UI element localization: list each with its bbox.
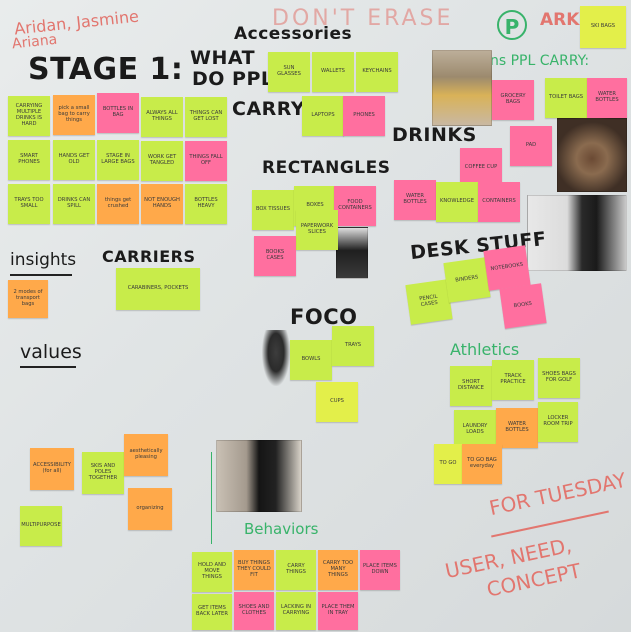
sticky-note: COFFEE CUP (460, 148, 502, 188)
sticky-note: SUN GLASSES (268, 52, 310, 92)
stage-heading: STAGE 1: (28, 52, 184, 87)
sticky-note: PAD (510, 126, 552, 166)
sticky-note: CARRYING MULTIPLE DRINKS IS HARD (8, 96, 50, 136)
sticky-note: pick a small bag to carry things (53, 95, 95, 135)
photo-woman-shopping (432, 50, 492, 126)
sticky-note: DRINKS CAN SPILL (53, 184, 95, 224)
photo-cutout-figure (262, 330, 290, 386)
sticky-note: MULTIPURPOSE (20, 506, 62, 546)
sticky-note: BUY THINGS THEY COULD FIT (234, 550, 274, 590)
athletics-heading: Athletics (450, 340, 520, 359)
do-ppl-heading: DO PPL (192, 68, 274, 90)
sticky-note: STAGE IN LARGE BAGS (97, 140, 139, 180)
sticky-note: SHORT DISTANCE (450, 366, 492, 406)
sticky-note: SKI BAGS (580, 6, 626, 48)
sticky-note: SMART PHONES (8, 140, 50, 180)
sticky-note: SHOES BAGS FOR GOLF (538, 358, 580, 398)
sticky-note: CARRY THINGS (276, 550, 316, 590)
values-underline (20, 366, 76, 368)
sticky-note: THINGS FALL OFF (185, 141, 227, 181)
team-names-2: Ariana (11, 31, 58, 53)
sticky-note: PLACE ITEMS DOWN (360, 550, 400, 590)
circle-p-icon: P (497, 10, 527, 40)
sticky-note: CUPS (316, 382, 358, 422)
sticky-note: LAUNDRY LOADS (454, 410, 496, 450)
sticky-note: LACKING IN CARRYING (276, 592, 316, 630)
sticky-note: ALWAYS ALL THINGS (141, 97, 183, 137)
what-heading: WHAT (190, 47, 256, 69)
sticky-note: KNOWLEDGE (436, 182, 478, 222)
sticky-note: WORK GET TANGLED (141, 141, 183, 181)
sticky-note: TRACK PRACTICE (492, 360, 534, 400)
sticky-note: WALLETS (312, 52, 354, 92)
sticky-note: FOOD CONTAINERS (334, 186, 376, 226)
foco-heading: FOCO (290, 305, 358, 329)
behaviors-arrow (211, 452, 212, 544)
sticky-note: aesthetically pleasing (124, 434, 168, 476)
photo-bw-person (527, 195, 627, 271)
sticky-note: LOCKER ROOM TRIP (538, 402, 578, 442)
sticky-note: PHONES (343, 96, 385, 136)
sticky-note: 2 modes of transport bags (8, 280, 48, 318)
sticky-note: SKIS AND POLES TOGETHER (82, 452, 124, 494)
sticky-note: CARABINERS, POCKETS (116, 268, 200, 310)
sticky-note: BOTTLES HEAVY (185, 184, 227, 224)
photo-dog-bag (557, 118, 627, 192)
insights-heading: insights (10, 250, 77, 270)
sticky-note: TOILET BAGS (545, 78, 587, 118)
sticky-note: PLACE THEM IN TRAY (318, 592, 358, 630)
sticky-note: NOT ENOUGH HANDS (141, 184, 183, 224)
sticky-note: WATER BOTTLES (496, 408, 538, 448)
sticky-note: TRAYS (332, 326, 374, 366)
sticky-note: GET ITEMS BACK LATER (192, 594, 232, 630)
accessories-heading: Accessories (234, 24, 353, 44)
behaviors-heading: Behaviors (244, 520, 319, 538)
sticky-note: LAPTOPS (302, 96, 344, 136)
sticky-note: TO GO (434, 444, 462, 484)
drinks-heading: DRINKS (392, 124, 477, 146)
insights-underline (10, 274, 72, 276)
ppl-carry-heading: ns PPL CARRY: (490, 53, 590, 69)
sticky-note: BINDERS (443, 257, 491, 303)
carriers-heading: CARRIERS (102, 247, 196, 266)
sticky-note: BOX TISSUES (252, 190, 294, 230)
sticky-note: BOWLS (290, 340, 332, 380)
sticky-note: organizing (128, 488, 172, 530)
dont-erase-heading: DON'T ERASE (272, 6, 454, 31)
sticky-note: CONTAINERS (478, 182, 520, 222)
sticky-note: BOOKS CASES (254, 236, 296, 276)
photo-person-bw (216, 440, 302, 512)
sticky-note: BOTTLES IN BAG (97, 93, 139, 133)
sticky-note: THINGS CAN GET LOST (185, 97, 227, 137)
sticky-note: ACCESSIBILITY (for all) (30, 448, 74, 490)
sticky-note: NOTEBOOKS (483, 245, 531, 291)
sticky-note: GROCERY BAGS (492, 80, 534, 120)
sticky-note: PAPERWORK SLICES (296, 210, 338, 250)
sticky-note: TRAYS TOO SMALL (8, 184, 50, 224)
carry-heading: CARRY (232, 98, 306, 120)
sticky-note: CARRY TOO MANY THINGS (318, 550, 358, 590)
sticky-note: PENCIL CASES (405, 279, 453, 325)
sticky-note: HOLD AND MOVE THINGS (192, 552, 232, 592)
sticky-note: TO GO BAG everyday (462, 444, 502, 484)
rectangles-heading: RECTANGLES (262, 158, 391, 178)
sticky-note: BOOKS (499, 283, 547, 329)
sticky-note: WATER BOTTLES (587, 78, 627, 118)
values-heading: values (20, 341, 82, 363)
sticky-note: KEYCHAINS (356, 52, 398, 92)
sticky-note: things get crushed (97, 184, 139, 224)
sticky-note: SHOES AND CLOTHES (234, 592, 274, 630)
sticky-note: WATER BOTTLES (394, 180, 436, 220)
sticky-note: HANDS GET OLD (53, 140, 95, 180)
photo-small-bw (336, 227, 368, 279)
ark-heading: ARK (540, 10, 580, 30)
